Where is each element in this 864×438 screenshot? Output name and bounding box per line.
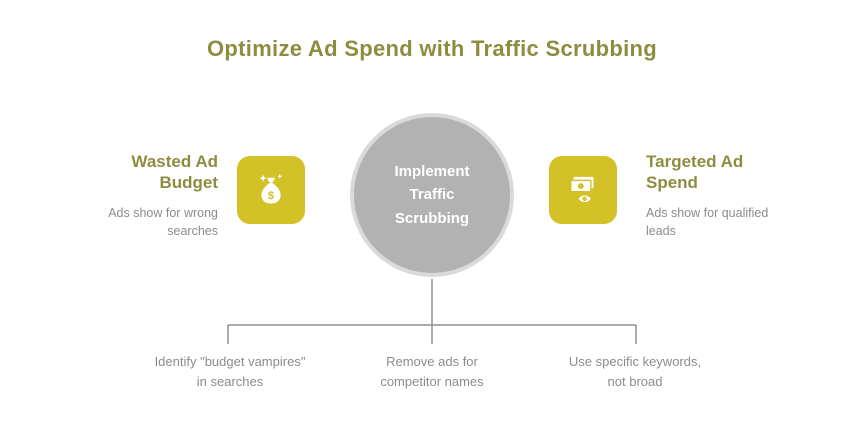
money-bag-icon: $ bbox=[259, 173, 283, 204]
branch-label-3: Use specific keywords, not broad bbox=[568, 354, 702, 389]
targeted-ad-spend-block: Targeted Ad Spend Ads show for qualified… bbox=[646, 151, 831, 240]
left-icon-badge: $ bbox=[237, 156, 305, 224]
center-node: Implement Traffic Scrubbing bbox=[350, 113, 514, 277]
money-eye-icon bbox=[570, 176, 594, 203]
page-title: Optimize Ad Spend with Traffic Scrubbing bbox=[207, 36, 657, 61]
left-heading: Wasted Ad Budget bbox=[131, 152, 218, 193]
right-icon-badge bbox=[549, 156, 617, 224]
right-heading: Targeted Ad Spend bbox=[646, 152, 744, 193]
right-description: Ads show for qualified leads bbox=[646, 205, 769, 238]
left-description: Ads show for wrong searches bbox=[108, 205, 218, 238]
center-node-label: Implement Traffic Scrubbing bbox=[394, 163, 470, 227]
svg-text:$: $ bbox=[268, 190, 275, 202]
wasted-ad-budget-block: Wasted Ad Budget Ads show for wrong sear… bbox=[43, 151, 218, 240]
branch-label-2: Remove ads for competitor names bbox=[380, 354, 484, 389]
branch-label-1: Identify "budget vampires" in searches bbox=[154, 354, 306, 389]
